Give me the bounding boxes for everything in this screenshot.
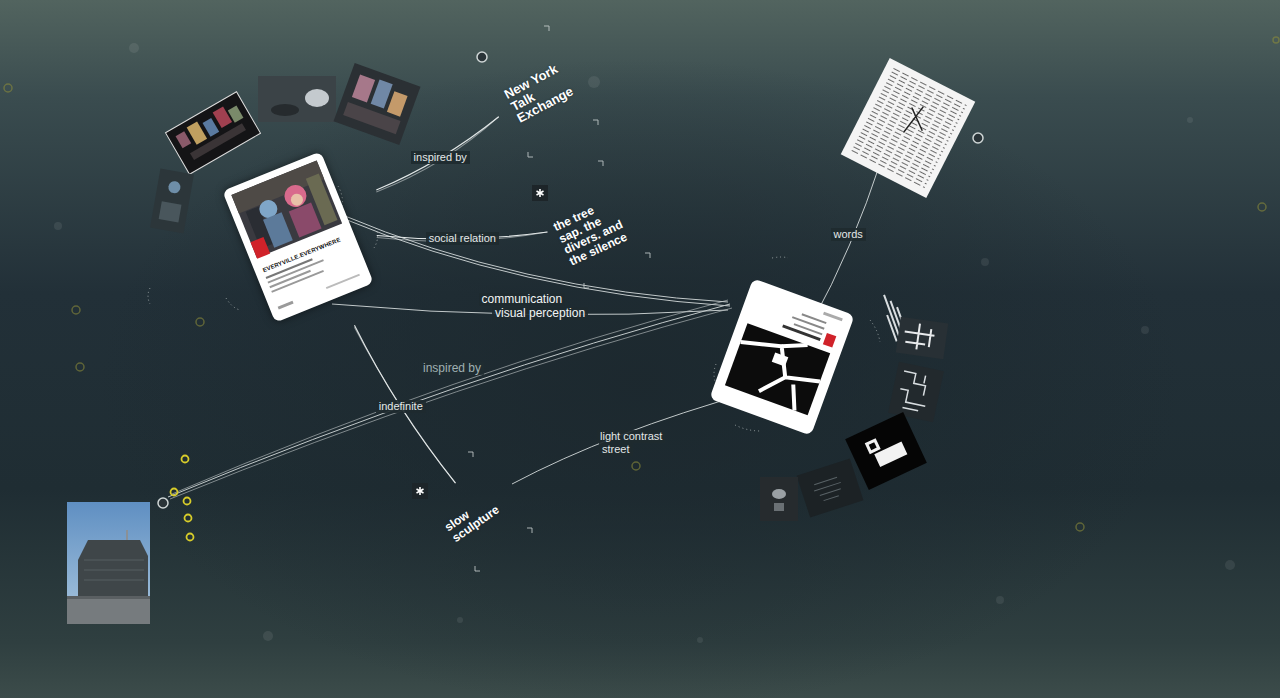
keyword-label: the tree sap. the divers. and the silenc… [551,194,632,268]
link-label: visual perception [492,307,588,320]
link-line [354,325,455,483]
link-line [354,327,455,483]
link-label: inspired by [420,362,484,375]
keyword-label: New York Talk Exchange [502,59,578,125]
link-line [376,117,498,190]
project-card: EVERYVILLE.EVERYWHERE [222,151,373,322]
link-label: light contrast [597,430,665,443]
hub-markers [158,52,983,508]
card-title: EVERYVILLE.EVERYWHERE [222,151,355,276]
document-sheet [841,58,976,198]
keyword-label: slow sculpture [443,486,510,543]
building-photo [67,502,150,624]
ring-dots [4,37,1279,531]
corner-brackets [468,26,650,571]
thumbnail-photos [760,292,948,521]
link-label: indefinite [376,400,426,413]
layout-connectors [168,158,882,499]
link-label: street [599,443,633,456]
map-card [709,278,854,435]
link-label: communication [479,293,566,306]
bokeh [54,43,1235,643]
link-line [376,117,498,192]
yellow-markers [171,456,194,541]
link-label: social relation [426,232,499,245]
keyword-text: slow sculpture [443,486,510,543]
link-label: inspired by [411,151,470,164]
keyword-text: New York Talk Exchange [502,59,578,125]
link-label: words [831,228,866,241]
keyword-text: the tree sap. the divers. and the silenc… [551,194,632,268]
